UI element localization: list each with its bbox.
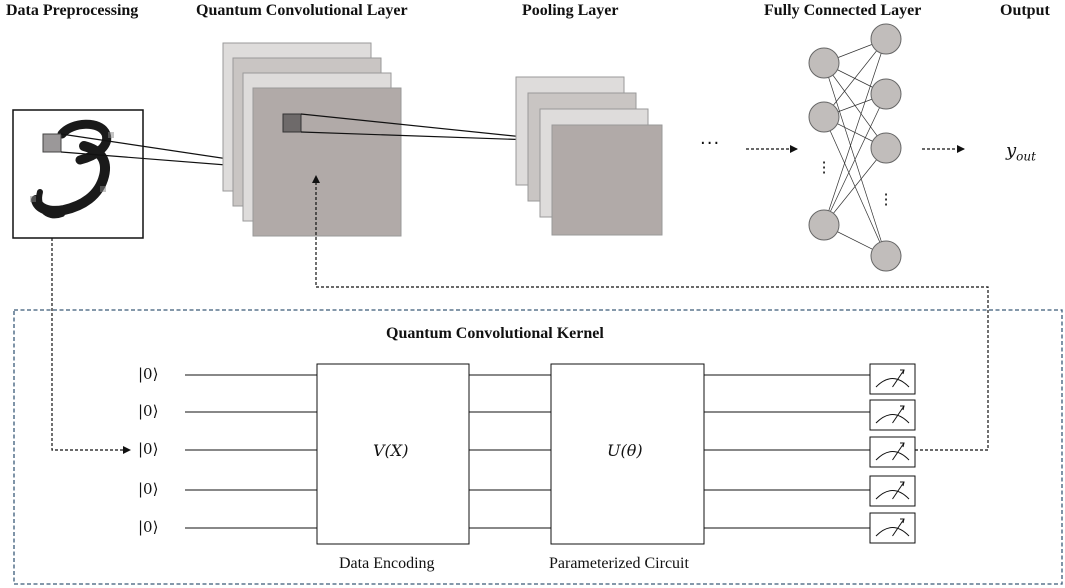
- measurement-icon: [869, 399, 916, 431]
- kernel-container: [13, 309, 1063, 585]
- qubit-label: |0⟩: [138, 480, 159, 498]
- header-quantum-conv-layer: Quantum Convolutional Layer: [196, 2, 408, 19]
- measurement-boxes: [869, 363, 916, 544]
- qubit-label: |0⟩: [138, 440, 159, 458]
- qubit-label: |0⟩: [138, 365, 159, 383]
- input-digit-image: [12, 109, 144, 239]
- qubit-wires: [185, 374, 870, 529]
- measurement-icon: [869, 475, 916, 507]
- encoding-gate: [316, 363, 470, 545]
- encoding-caption: Data Encoding: [339, 555, 435, 572]
- header-pooling-layer: Pooling Layer: [522, 2, 619, 19]
- neuron: [808, 47, 840, 79]
- input-to-kernel-arrow: [51, 238, 131, 454]
- output-symbol: yout: [1006, 140, 1036, 164]
- neuron: [870, 132, 902, 164]
- kernel-title: Quantum Convolutional Kernel: [386, 325, 604, 342]
- fc-vertical-dots: ···: [883, 185, 889, 214]
- parameterized-gate: [550, 363, 705, 545]
- neuron: [870, 78, 902, 110]
- layers-ellipsis: ···: [700, 133, 721, 154]
- neuron: [808, 209, 840, 241]
- qubit-label: |0⟩: [138, 518, 159, 536]
- neuron: [870, 240, 902, 272]
- header-output: Output: [1000, 2, 1050, 19]
- conv-patch: [282, 113, 302, 133]
- measurement-icon: [869, 363, 916, 395]
- neuron: [808, 101, 840, 133]
- fc-vertical-dots: ···: [821, 153, 827, 182]
- input-patch: [42, 133, 62, 153]
- encoding-gate-label: V(X): [373, 441, 409, 460]
- qubit-label: |0⟩: [138, 402, 159, 420]
- fc-neurons: [808, 23, 902, 272]
- pooling-feature-maps: [515, 76, 663, 236]
- parameterized-gate-label: U(θ): [607, 441, 643, 460]
- neuron: [870, 23, 902, 55]
- conv-feature-maps: [222, 42, 402, 237]
- measurement-icon: [869, 512, 916, 544]
- kernel-to-conv-arrow: [312, 175, 989, 451]
- header-data-preprocessing: Data Preprocessing: [6, 2, 139, 19]
- header-fully-connected-layer: Fully Connected Layer: [764, 2, 922, 19]
- parameterized-caption: Parameterized Circuit: [549, 555, 689, 572]
- measurement-icon: [869, 436, 916, 468]
